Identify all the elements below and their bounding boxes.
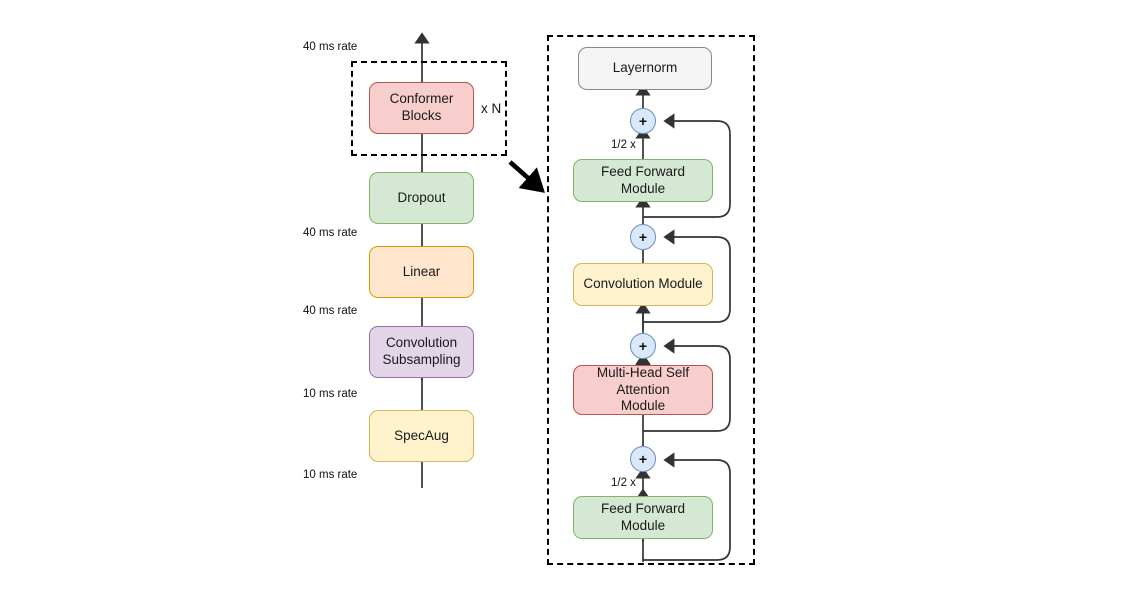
residual-add-1[interactable]: + — [630, 446, 656, 472]
node-convolution-subsampling-label-line2: Subsampling — [382, 352, 461, 367]
plus-symbol: + — [638, 451, 648, 467]
node-feed-forward-bottom[interactable]: Feed Forward Module — [573, 496, 713, 539]
half-scale-label-top: 1/2 x — [611, 139, 636, 151]
plus-symbol: + — [638, 113, 648, 129]
node-convolution-module-label: Convolution Module — [583, 276, 703, 292]
conformer-blocks-group — [351, 61, 507, 156]
node-multihead-self-attention-label-line2: Module — [620, 398, 666, 414]
node-linear[interactable]: Linear — [369, 246, 474, 298]
rate-label-after-dropout: 40 ms rate — [303, 227, 358, 239]
node-conformer-blocks-label: Conformer Blocks — [389, 91, 454, 123]
rate-label-after-subsampling: 10 ms rate — [303, 388, 358, 400]
node-dropout[interactable]: Dropout — [369, 172, 474, 224]
residual-add-3[interactable]: + — [630, 224, 656, 250]
residual-add-4[interactable]: + — [630, 108, 656, 134]
plus-symbol: + — [638, 229, 648, 245]
node-multihead-self-attention[interactable]: Multi-Head Self Attention Module — [573, 365, 713, 415]
plus-symbol: + — [638, 338, 648, 354]
rate-label-top: 40 ms rate — [303, 41, 358, 53]
node-linear-label: Linear — [402, 263, 441, 279]
node-layernorm-label: Layernorm — [612, 60, 678, 76]
rate-label-after-linear: 40 ms rate — [303, 305, 358, 317]
node-convolution-module[interactable]: Convolution Module — [573, 263, 713, 306]
node-specaug[interactable]: SpecAug — [369, 410, 474, 462]
node-layernorm[interactable]: Layernorm — [578, 47, 712, 90]
node-feed-forward-top-label: Feed Forward Module — [600, 163, 686, 196]
rate-label-input: 10 ms rate — [303, 469, 358, 481]
node-specaug-label: SpecAug — [394, 427, 449, 443]
node-multihead-self-attention-label-line1: Multi-Head Self Attention — [596, 364, 690, 397]
expand-pointer-arrow — [508, 160, 545, 193]
node-feed-forward-top[interactable]: Feed Forward Module — [573, 159, 713, 202]
node-conformer-blocks[interactable]: Conformer Blocks — [369, 82, 474, 134]
conformer-repeat-label: x N — [481, 101, 502, 116]
node-convolution-subsampling[interactable]: Convolution Subsampling — [369, 326, 474, 378]
node-dropout-label: Dropout — [397, 189, 446, 205]
residual-add-2[interactable]: + — [630, 333, 656, 359]
half-scale-label-bottom: 1/2 x — [611, 477, 636, 489]
node-feed-forward-bottom-label: Feed Forward Module — [600, 500, 686, 533]
node-convolution-subsampling-label-line1: Convolution — [385, 335, 458, 351]
conformer-block-detail-group — [547, 35, 755, 565]
